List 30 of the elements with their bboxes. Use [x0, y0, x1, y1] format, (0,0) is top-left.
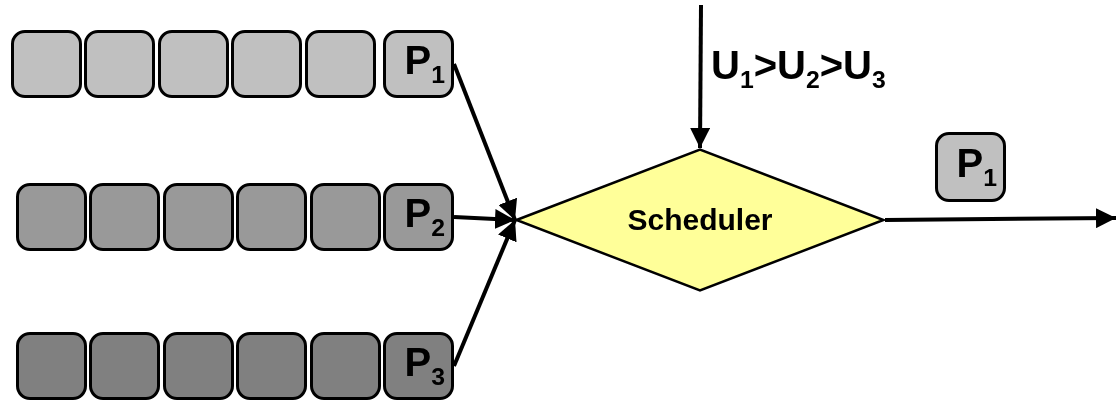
- packet-box: [383, 332, 454, 400]
- packet-label: P$_{3}$: [404, 342, 445, 390]
- arrow: [690, 5, 711, 148]
- queue-slot: [10, 30, 82, 98]
- arrow: [452, 219, 517, 367]
- queue-slot: [89, 332, 160, 400]
- packet-box: [383, 183, 454, 251]
- queue-slot: [304, 30, 376, 98]
- packet-label: P$_{2}$: [404, 193, 445, 241]
- queue-slot: [162, 183, 234, 251]
- queue-slot: [157, 30, 229, 98]
- queue-slot: [15, 332, 87, 400]
- arrow: [453, 209, 516, 229]
- queue-slot: [89, 183, 160, 251]
- packet-label: P$_{1}$: [956, 143, 997, 191]
- arrow: [884, 208, 1117, 229]
- arrow: [452, 63, 518, 221]
- queue-slot: [162, 332, 234, 400]
- decision-diamond: [515, 148, 885, 292]
- queue-slot: [231, 30, 302, 98]
- queue-slot: [309, 332, 381, 400]
- queue-slot: [15, 183, 87, 251]
- queue-slot: [84, 30, 155, 98]
- queue-slot: [236, 183, 307, 251]
- queue-slot: [236, 332, 307, 400]
- node-label: Scheduler: [627, 205, 773, 235]
- packet-label: P$_{1}$: [404, 40, 445, 88]
- packet-box: [383, 30, 454, 98]
- queue-slot: [309, 183, 381, 251]
- packet-box: [935, 132, 1006, 202]
